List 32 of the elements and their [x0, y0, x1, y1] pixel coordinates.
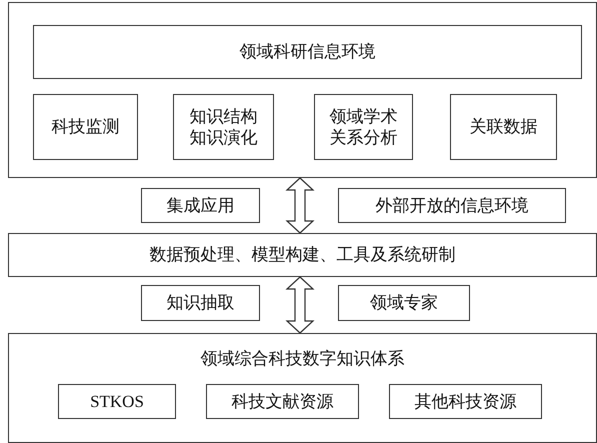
box-label: 集成应用 — [166, 194, 234, 216]
box-label: 科技文献资源 — [232, 390, 334, 412]
text-box — [141, 188, 260, 223]
box-label: 领域科研信息环境 — [240, 41, 376, 63]
text-box — [173, 94, 274, 160]
box-label: 外部开放的信息环境 — [376, 194, 528, 216]
box-label: 其他科技资源 — [414, 390, 516, 412]
text-box — [314, 94, 413, 160]
box-label: 知识结构 — [190, 106, 258, 127]
text-box — [8, 233, 597, 277]
panel — [8, 333, 597, 443]
box-label: 领域学术关系分析 — [328, 106, 398, 148]
box-label: 领域专家 — [370, 292, 438, 314]
text-box — [206, 384, 359, 419]
box-label: 科技监测 — [52, 116, 120, 138]
box-label: 关联数据 — [470, 116, 538, 138]
panel-heading: 领域综合科技数字知识体系 — [200, 348, 404, 370]
box-label: 知识演化 — [190, 127, 258, 148]
box-label: 数据预处理、模型构建、工具及系统研制 — [150, 244, 456, 266]
double-arrow — [285, 177, 315, 234]
panel — [8, 2, 597, 178]
text-box — [450, 94, 557, 160]
box-label: 知识抽取 — [166, 292, 234, 314]
text-box — [141, 285, 260, 321]
double-arrow — [285, 276, 315, 334]
box-label: STKOS — [90, 390, 144, 412]
text-box — [58, 384, 176, 419]
text-box — [338, 188, 566, 223]
text-box — [33, 94, 138, 160]
text-box — [389, 384, 542, 419]
text-box — [338, 285, 470, 321]
text-box — [33, 25, 582, 79]
